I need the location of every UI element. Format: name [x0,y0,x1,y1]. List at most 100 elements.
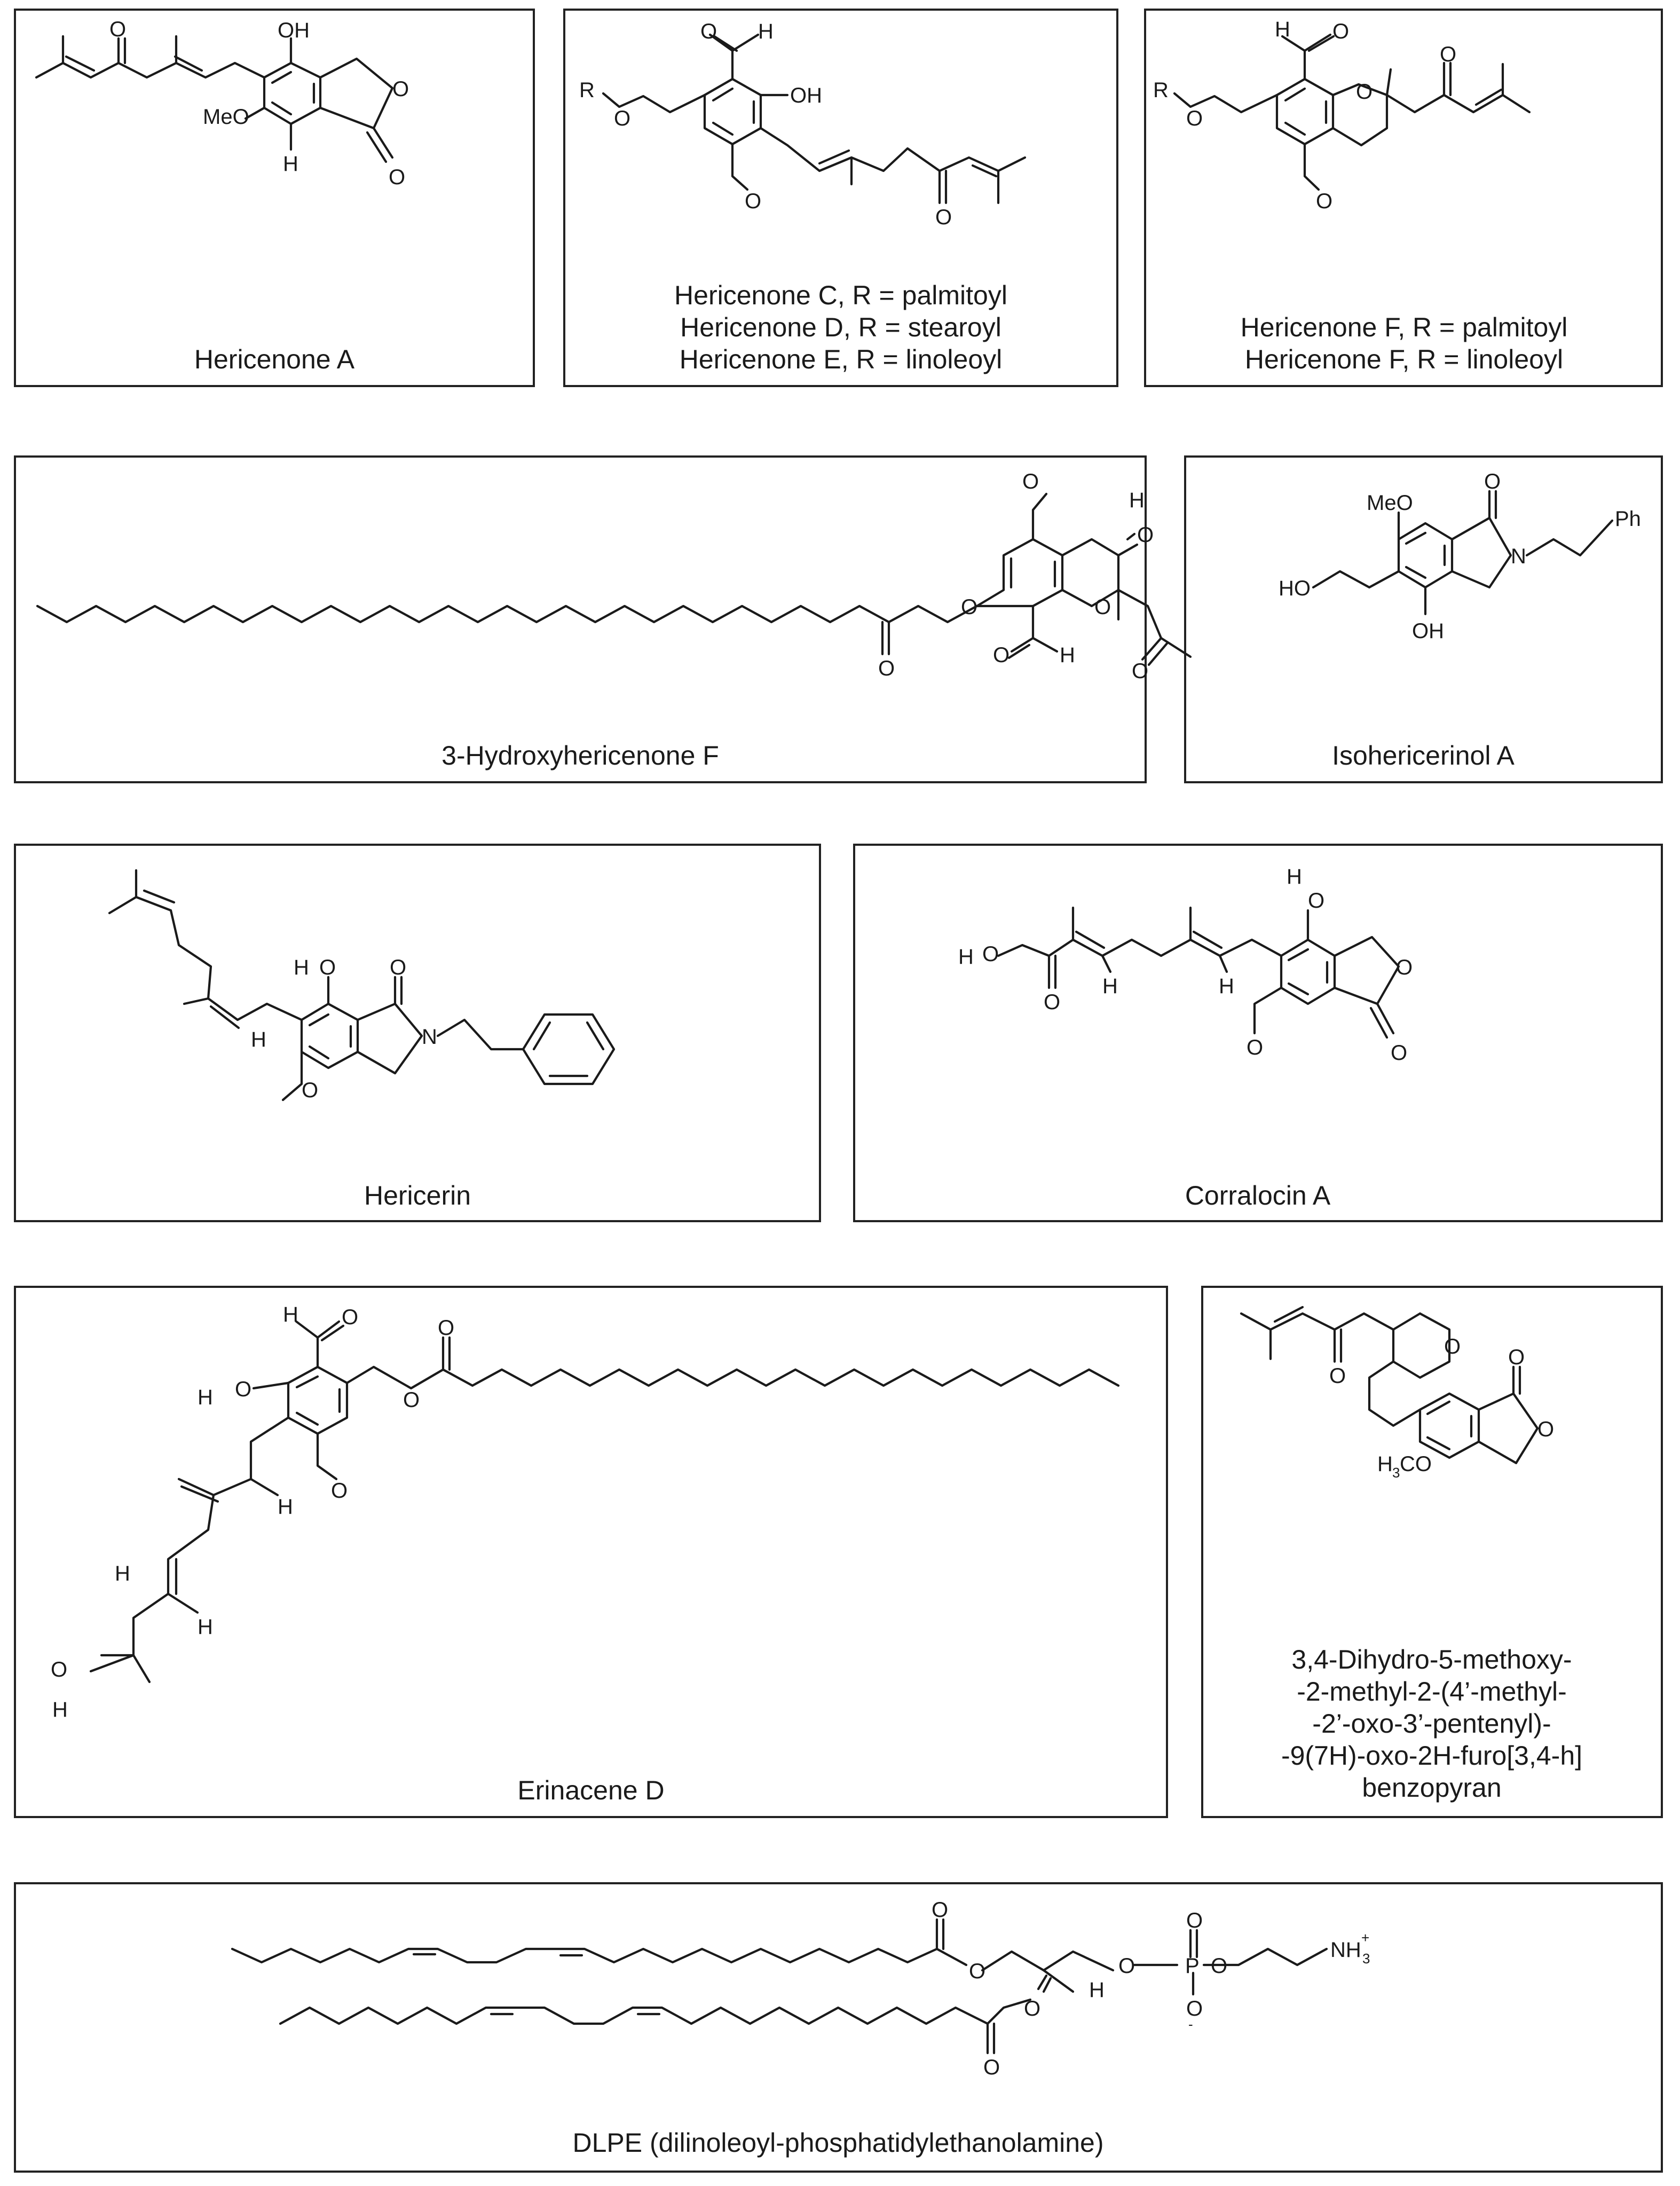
atom-hericenone-a-meo: MeO [203,105,249,129]
atom-hcde-o-ester: O [614,107,630,130]
atom-hf-o-ester: O [1186,107,1203,130]
atom-dlpe-p: P [1185,1954,1200,1978]
atom-corr-h-oh: H [1287,865,1302,888]
structure-hericerin: H O O N H O [108,869,616,1102]
atom-dlpe-nh3: NH [1330,1938,1361,1962]
atom-hericerin-h-vinyl: H [251,1028,266,1051]
caption-hydroxyhericenone-f: 3-Hydroxyhericenone F [441,741,719,770]
atom-hericerin-o-carbonyl: O [390,956,406,979]
structure-dihydro-benzopyran: O O O O H 3 CO [1240,1306,1554,1481]
atom-hf-o-ketone: O [1440,43,1456,66]
atom-erin-o-cho: O [342,1306,358,1329]
atom-hcde-o-methoxy: O [745,190,761,213]
atom-hhf-o-ketone: O [1132,659,1148,683]
atom-hcde-o-cho: O [700,20,717,43]
atom-ish-oh: OH [1412,619,1444,643]
atom-dhb-h3co-sub: 3 [1392,1465,1400,1481]
structure-isohericerinol-a: MeO O N Ph HO OH [1279,470,1641,643]
panel-isohericerinol-a [1184,455,1663,783]
atom-hhf-o-cho: O [993,643,1009,667]
atom-hf-o-cho: O [1332,20,1349,43]
atom-dlpe-o-phos-2: O [1211,1954,1227,1978]
caption-hericenone-f-2: Hericenone F, R = linoleoyl [1245,344,1563,374]
atom-hericerin-h-oh: H [294,956,309,979]
structure-hydroxyhericenone-f: O O O O H O O H O [36,470,1192,683]
panel-hericenone-a [14,9,535,387]
caption-hericenone-a: Hericenone A [194,344,355,374]
panel-hericenone-cde [563,9,1118,387]
atom-dhb-h3co-co: CO [1400,1452,1432,1476]
atom-hf-o-methoxy: O [1316,190,1332,213]
atom-hhf-o-methoxy: O [1022,470,1039,493]
atom-hcde-h-cho: H [758,20,774,43]
atom-dlpe-o-ester-top: O [969,1960,985,1983]
caption-isohericerinol-a: Isohericerinol A [1332,741,1515,770]
atom-corr-h-acid: H [958,945,974,969]
atom-erin-h-vinyl-1: H [278,1495,293,1519]
atom-hhf-o-ester-carbonyl: O [878,657,895,680]
atom-hf-h-cho: H [1275,18,1290,41]
atom-hcde-oh: OH [790,84,822,107]
panel-dihydro-benzopyran [1201,1286,1663,1818]
caption-dihydro-1: 3,4-Dihydro-5-methoxy- [1291,1645,1572,1674]
panel-erinacene-d [14,1286,1168,1818]
atom-hericerin-o-oh: O [319,956,336,979]
caption-dlpe: DLPE (dilinoleoyl-phosphatidylethanolami… [572,2128,1103,2158]
atom-erin-h-hydroxyl: H [52,1698,68,1721]
atom-dhb-o-ring: O [1444,1335,1461,1358]
atom-dlpe-o-carbonyl-top: O [932,1898,948,1922]
atom-dlpe-nh3-sup: + [1361,1930,1369,1946]
structure-hericenone-a: OH O O O MeO H [35,18,409,189]
atom-dlpe-o-phos-top: O [1186,1909,1203,1932]
panel-corralocin-a [853,844,1663,1222]
atom-corr-o-carbonyl-acid: O [1044,990,1060,1014]
atom-hcde-r: R [579,78,595,102]
atom-hericenone-a-o-carbonyl: O [389,166,405,189]
atom-hericerin-n: N [422,1025,437,1049]
caption-hericenone-cde-1: Hericenone C, R = palmitoyl [674,280,1007,310]
caption-erinacene-d: Erinacene D [517,1775,664,1805]
atom-corr-o-lactone-carbonyl: O [1391,1041,1407,1065]
panel-hericerin [14,844,821,1222]
atom-ish-ph: Ph [1615,507,1641,531]
atom-hericenone-a-o-ketone: O [109,18,126,41]
panel-hydroxyhericenone-f [14,455,1147,783]
atom-dhb-o-lactone: O [1537,1418,1554,1441]
caption-dihydro-4: -9(7H)-oxo-2H-furo[3,4-h] [1281,1741,1582,1771]
structure-hericenone-cde: R O O H OH O O [579,20,1027,229]
atom-dlpe-o-carbonyl-bottom: O [983,2056,1000,2079]
caption-dihydro-5: benzopyran [1362,1773,1501,1803]
atom-hhf-h-cho: H [1060,643,1075,667]
atom-corr-h-vinyl-1: H [1102,974,1118,998]
structure-dlpe: O O H O O P O O - NH 3 + O O [231,1898,1370,2079]
caption-corralocin-a: Corralocin A [1185,1181,1331,1210]
atom-ish-n: N [1511,545,1526,568]
atom-dhb-o-ketone: O [1329,1364,1346,1388]
atom-ish-meo: MeO [1367,491,1413,515]
caption-hericenone-cde-3: Hericenone E, R = linoleoyl [680,344,1003,374]
atom-dlpe-o-ester-bottom: O [1024,1997,1040,2020]
atom-erin-h-oh: H [198,1386,213,1409]
structure-corralocin-a: H O O H H H O O O O [958,865,1413,1065]
atom-dhb-h3co-h: H [1377,1452,1393,1476]
panel-hericenone-f [1144,9,1663,387]
atom-erin-o-ester: O [403,1388,420,1412]
atom-hf-r: R [1153,78,1169,102]
atom-hericenone-a-h: H [283,152,298,176]
atom-dlpe-nh3-sub: 3 [1362,1951,1370,1967]
atom-corr-o-acid: O [982,942,999,966]
atom-hhf-o-ring: O [1094,595,1111,619]
atom-erin-h-cho: H [283,1303,298,1326]
atom-ish-o-carbonyl: O [1484,470,1501,493]
atom-hhf-o-hydroxy: O [1137,523,1154,547]
atom-corr-o-ring: O [1396,956,1413,979]
panel-dlpe [14,1882,1663,2173]
atom-dlpe-h-chiral: H [1089,1978,1105,2002]
caption-hericenone-f-1: Hericenone F, R = palmitoyl [1241,312,1568,342]
atom-corr-o-oh: O [1308,889,1324,913]
atom-hf-o-ring: O [1356,80,1373,104]
atom-dlpe-o-phos-1: O [1118,1954,1135,1978]
atom-erin-o-methoxy: O [331,1479,348,1503]
